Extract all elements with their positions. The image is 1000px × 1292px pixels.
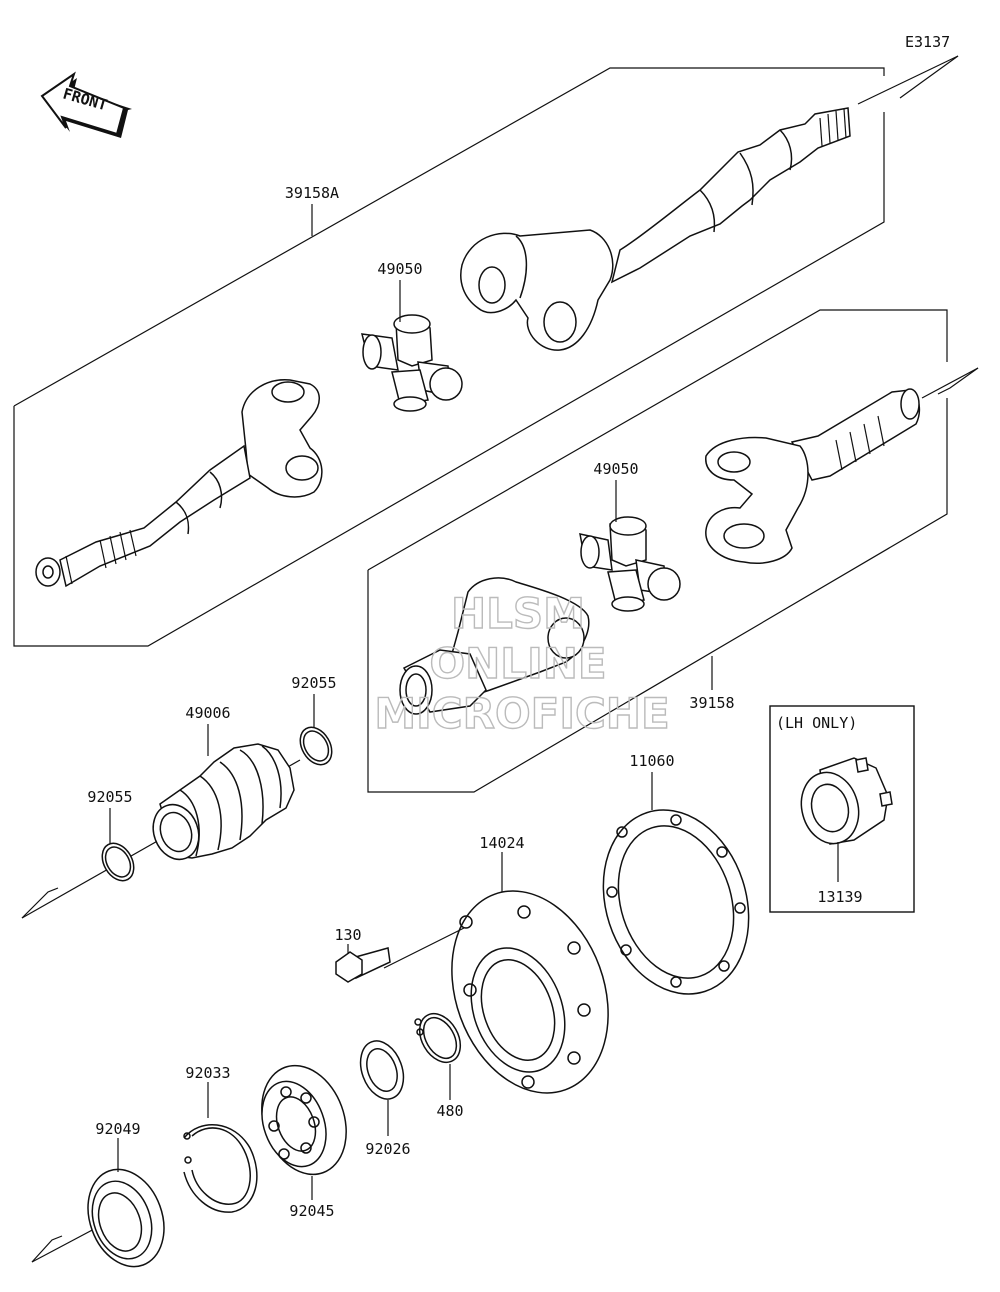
lower-shaft-left	[399, 577, 590, 715]
circlip-480	[414, 1013, 462, 1063]
upper-shaft-left	[35, 379, 323, 588]
hub-13139	[800, 757, 893, 845]
cross-joint-upper	[361, 314, 463, 412]
part-label-14024: 14024	[479, 834, 524, 852]
housing-14024	[451, 890, 609, 1094]
part-label-480: 480	[436, 1102, 463, 1120]
part-label-39158: 39158	[689, 694, 734, 712]
cross-joint-lower	[579, 516, 681, 612]
bolt-130	[335, 927, 465, 983]
boot-49006	[152, 743, 295, 861]
snap-ring-92033	[183, 1124, 258, 1213]
frame-39158	[367, 309, 979, 793]
watermark: HLSM ONLINE MICROFICHE	[374, 588, 671, 738]
part-label-49006: 49006	[185, 704, 230, 722]
lh-only-label: (LH ONLY)	[776, 714, 857, 732]
part-label-92026: 92026	[365, 1140, 410, 1158]
axis-arrow-lower	[21, 887, 59, 919]
gasket-11060	[602, 809, 750, 995]
front-arrow-icon: FRONT	[40, 71, 132, 138]
part-label-49050-lower: 49050	[593, 460, 638, 478]
part-label-92049: 92049	[95, 1120, 140, 1138]
part-label-39158a: 39158A	[285, 184, 339, 202]
part-label-92045: 92045	[289, 1202, 334, 1220]
lower-shaft-right	[705, 388, 921, 564]
spacer-92026	[359, 1040, 405, 1100]
watermark-line-3: MICROFICHE	[374, 689, 669, 738]
part-label-49050-upper: 49050	[377, 260, 422, 278]
part-label-13139: 13139	[817, 888, 862, 906]
bearing-92045	[261, 1064, 347, 1176]
leader-lines	[109, 204, 839, 1200]
lh-only-box: (LH ONLY)	[769, 705, 915, 913]
upper-shaft-right	[460, 107, 851, 351]
o-ring-92055-left	[101, 842, 135, 882]
frame-39158a	[13, 55, 959, 647]
o-ring-92055-right	[299, 726, 333, 766]
watermark-line-1: HLSM	[451, 589, 585, 638]
part-label-92055-left: 92055	[87, 788, 132, 806]
part-label-92033: 92033	[185, 1064, 230, 1082]
diagram-code: E3137	[905, 33, 950, 51]
part-label-92055-right: 92055	[291, 674, 336, 692]
oil-seal-92049	[31, 1168, 165, 1268]
part-label-11060: 11060	[629, 752, 674, 770]
watermark-line-2: ONLINE	[429, 639, 606, 688]
part-label-130: 130	[334, 926, 361, 944]
